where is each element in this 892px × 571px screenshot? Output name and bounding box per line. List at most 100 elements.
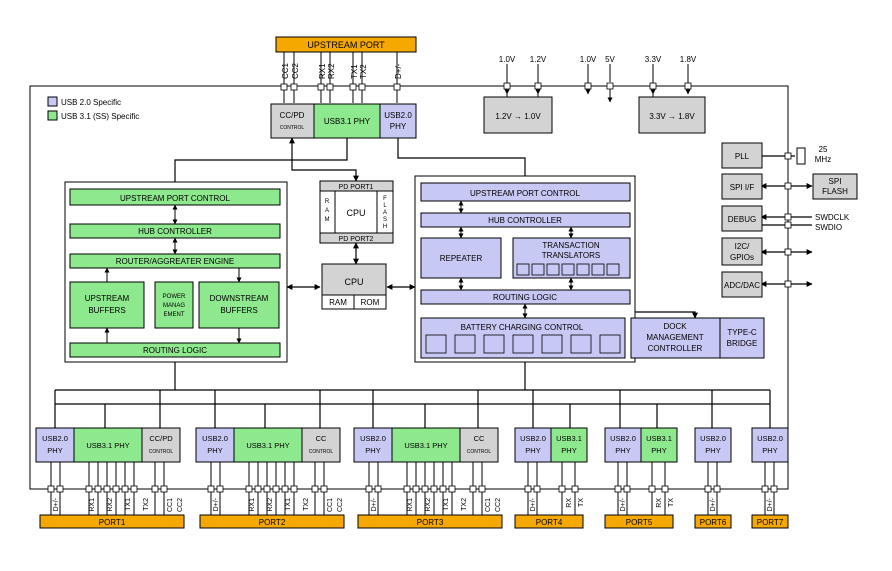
port-pin-label-2-2: RX2 [267,498,274,512]
hs-tt-label-2: TRANSLATORS [542,251,600,260]
port-pin-label-2-3: TX1 [285,498,292,511]
pd-port1-label: PD PORT1 [339,184,374,191]
port-pin-pad-14 [263,485,271,493]
cpu-ram-label: RAM [329,298,347,307]
port-connector-3 [357,514,503,529]
port-pin-pad-4 [103,485,111,493]
swdclk-label: SWDCLK [815,213,850,222]
rail-3v3: 3.3V [645,55,662,64]
upin-rx1: RX1 [318,63,327,79]
port-pin-pad-40 [761,485,769,493]
cc-control-1 [141,427,181,463]
hs-hub-label: HUB CONTROLLER [488,216,562,225]
regulator-2-label: 3.3V → 1.8V [649,112,695,121]
pd-ram-r: R [325,199,330,205]
port-pin-pad-33 [571,485,579,493]
connection-lines [54,137,813,428]
port-pin-label-3-0: D+/- [371,497,378,511]
port-pin-pad-16 [281,485,289,493]
legend-usb31: USB 3.1 (SS) Specific [61,112,139,121]
port-pin-pad-38 [704,485,712,493]
cc-sub-3: CONTROL [467,449,492,455]
pll [721,142,763,169]
port-pin-label-5-2: TX [668,498,675,507]
usb31-label-b-5: PHY [651,446,666,455]
port-pin-pad-1 [56,485,64,493]
port-pin-pad-27 [448,485,456,493]
adc-dac [721,271,763,298]
port-pin-pad-24 [421,485,429,493]
port-pin-label-3-3: TX1 [443,498,450,511]
hs-upstream-port-control [420,182,631,202]
ss-hub-label: HUB CONTROLLER [138,227,212,236]
port-connector-2 [199,514,345,529]
port-pin-pad-30 [524,485,532,493]
cc-label-2: CC [316,434,327,443]
cc-sub-1: CONTROL [149,449,174,455]
upstream-port [275,36,417,53]
port-pin-pad-6 [121,485,129,493]
port-connector-6 [694,514,732,529]
spi-flash [812,173,858,200]
ss-upc-label: UPSTREAM PORT CONTROL [120,194,230,203]
port-pin-pad-3 [94,485,102,493]
usb31-label-1: USB3.1 PHY [86,441,129,450]
usb31-label-a-5: USB3.1 [646,434,672,443]
port-name-5: PORT5 [626,518,653,527]
ss-power-management [154,281,194,329]
ss-pm-label-3: EMENT [164,312,185,318]
port-pin-label-2-0: D+/- [213,497,220,511]
usb31-phy-5 [640,427,678,463]
port-connector-5 [604,514,674,529]
hs-repeater [420,237,502,279]
mhz-label-2: MHz [815,155,831,164]
cc-control-2 [301,427,341,463]
port-pin-pad-34 [614,485,622,493]
upin-tx2: TX2 [359,64,368,79]
upstream-pins: CC1 CC2 RX1 RX2 TX1 TX2 D+/- [280,52,403,103]
port-name-6: PORT6 [700,518,727,527]
typec-bridge [719,317,765,359]
spi-flash-label-1: SPI [829,177,842,186]
upin-dpm: D+/- [394,63,403,79]
hs-repeater-label: REPEATER [440,254,483,263]
usb20-label-b-5: PHY [615,446,630,455]
pd-flash-l: L [383,203,387,209]
hs-bc-label: BATTERY CHARGING CONTROL [461,323,584,332]
usb20-label-a-7: USB2.0 [757,434,783,443]
swdio-label: SWDIO [815,223,842,232]
port-pin-pad-12 [245,485,253,493]
upstream-port-label: UPSTREAM PORT [307,40,385,50]
port-pin-pad-20 [365,485,373,493]
port-pin-label-7-0: D+/- [767,497,774,511]
rail-1v0-b: 1.0V [580,55,597,64]
ss-ub-label-1: UPSTREAM [85,294,130,303]
port-pin-label-3-6: CC2 [495,498,502,512]
port-pin-label-3-2: RX2 [425,498,432,512]
port-pin-pad-37 [661,485,669,493]
port-pin-pad-21 [374,485,382,493]
legend-swatch-usb31 [47,110,58,121]
ss-pm-label-2: MANAG [163,303,185,309]
port-pin-pad-25 [430,485,438,493]
usb20-label-a-5: USB2.0 [610,434,636,443]
pll-label: PLL [735,152,750,161]
port-pin-label-3-1: RX1 [407,498,414,512]
power-rails: 1.0V 1.2V 1.0V 5V 3.3V 1.8V 1.2V → 1.0V … [483,55,706,134]
port-pin-pad-41 [770,485,778,493]
port-pin-pad-15 [272,485,280,493]
port-pin-pad-9 [160,485,168,493]
port-name-2: PORT2 [259,518,286,527]
port-pin-pad-32 [558,485,566,493]
pd-flash-h: H [383,224,387,230]
rail-1v2: 1.2V [530,55,547,64]
port-name-1: PORT1 [99,518,126,527]
i2c-gpios [721,237,763,266]
cc-label-1: CC/PD [149,434,173,443]
usb31-label-b-4: PHY [561,446,576,455]
port-pin-pad-8 [151,485,159,493]
rail-1v8: 1.8V [680,55,697,64]
dock-label-2: MANAGEMENT [646,333,703,342]
hs-routing-label: ROUTING LOGIC [493,293,557,302]
